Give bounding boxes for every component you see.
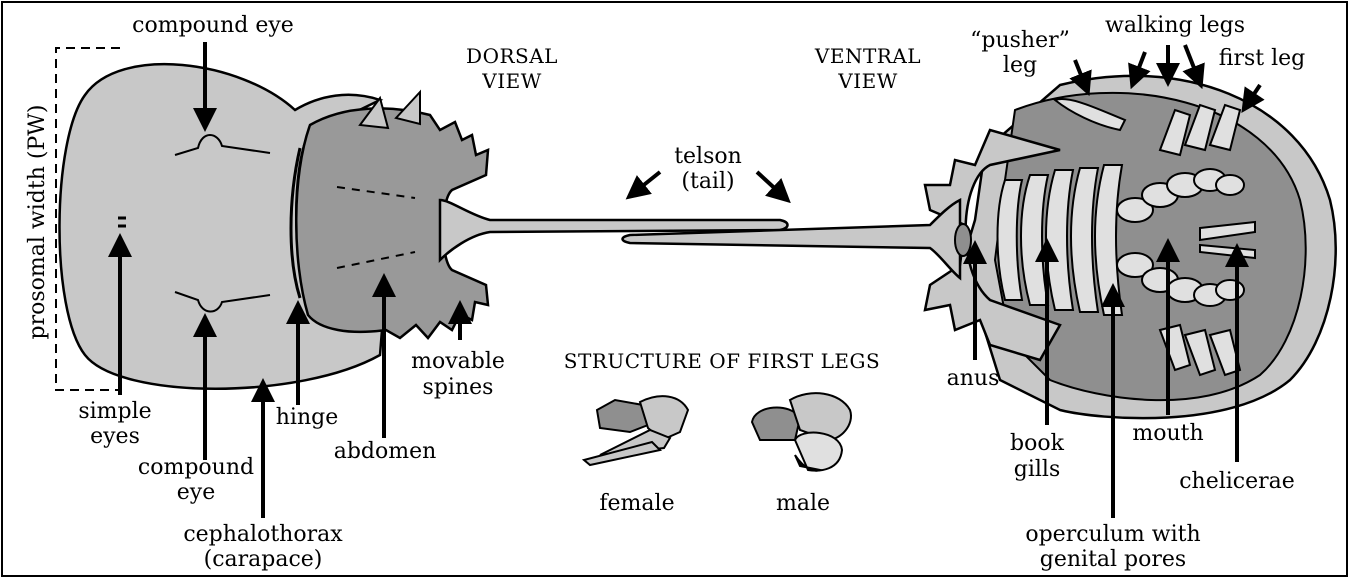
label-prosomal-width: prosomal width (PW): [25, 105, 50, 340]
label-hinge: hinge: [276, 405, 338, 430]
anus-mark: [955, 224, 971, 256]
label-telson-2: (tail): [681, 169, 734, 194]
label-first-leg: first leg: [1219, 46, 1305, 71]
dorsal-view-title-2: VIEW: [481, 69, 542, 93]
label-walking-legs: walking legs: [1105, 13, 1245, 38]
dorsal-crab: [56, 48, 788, 390]
female-leg: [584, 396, 688, 465]
label-chelicerae: chelicerae: [1179, 469, 1295, 494]
label-operculum-2: genital pores: [1040, 547, 1186, 572]
label-telson-1: telson: [674, 144, 742, 169]
telson-dorsal: [440, 200, 788, 260]
ventral-view-title-1: VENTRAL: [814, 44, 921, 68]
label-movable-spines-2: spines: [423, 375, 494, 400]
label-compound-eye-bottom-1: compound: [138, 455, 254, 480]
label-book-gills-1: book: [1010, 431, 1065, 456]
label-pusher-leg-1: “pusher”: [970, 28, 1070, 53]
ventral-view-title-2: VIEW: [837, 69, 898, 93]
label-operculum-1: operculum with: [1025, 522, 1200, 547]
label-anus: anus: [947, 366, 1000, 391]
first-legs-title: STRUCTURE OF FIRST LEGS: [564, 349, 880, 373]
label-book-gills-2: gills: [1014, 457, 1060, 482]
first-legs-figure: [584, 393, 851, 471]
label-cephalothorax-2: (carapace): [204, 547, 323, 572]
label-abdomen: abdomen: [334, 439, 437, 464]
label-pusher-leg-2: leg: [1003, 53, 1037, 78]
label-compound-eye-bottom-2: eye: [177, 480, 215, 505]
label-cephalothorax-1: cephalothorax: [183, 522, 343, 547]
male-leg: [752, 393, 851, 471]
label-male: male: [776, 491, 830, 516]
dorsal-view-title-1: DORSAL: [466, 44, 558, 68]
label-simple-eyes-2: eyes: [90, 424, 140, 449]
label-simple-eyes-1: simple: [78, 399, 151, 424]
label-movable-spines-1: movable: [411, 349, 505, 374]
label-compound-eye-top: compound eye: [132, 13, 294, 38]
label-female: female: [599, 491, 674, 516]
telson-ventral: [623, 200, 961, 278]
label-mouth: mouth: [1132, 421, 1203, 446]
